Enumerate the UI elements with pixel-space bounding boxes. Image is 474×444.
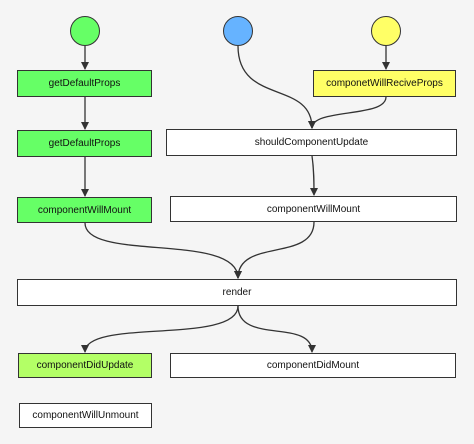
node-getdefaultprops-1: getDefaultProps: [17, 70, 152, 97]
node-componentwillunmount: componentWillUnmount: [19, 403, 152, 428]
node-componentdidupdate: componentDidUpdate: [18, 353, 152, 378]
node-shouldcomponentupdate: shouldComponentUpdate: [166, 129, 457, 156]
arrow-render-to-componentdidmount: [237, 305, 316, 353]
node-componentwillmount-left: componentWillMount: [17, 197, 152, 223]
node-getdefaultprops-2: getDefaultProps: [17, 130, 152, 157]
arrow-left-componentwillmount-to-render: [84, 222, 242, 279]
node-componentwillmount-right: componentWillMount: [170, 196, 457, 222]
node-componentwillreciveprops: componetWillReciveProps: [313, 70, 456, 97]
arrow-shouldcomponentupdate-to-componentwillmount: [309, 155, 318, 196]
node-render: render: [17, 279, 457, 306]
arrow-componentwillreciveprops-to-shouldcomponentupdate: [308, 96, 387, 129]
arrow-right-componentwillmount-to-render: [234, 221, 315, 279]
start-node-blue: [223, 16, 253, 46]
arrow-blue-start-to-shouldcomponentupdate: [237, 45, 316, 129]
node-componentdidmount: componentDidMount: [170, 353, 456, 378]
arrow-render-to-componentdidupdate: [81, 305, 239, 353]
start-node-green: [70, 16, 100, 46]
start-node-yellow: [371, 16, 401, 46]
